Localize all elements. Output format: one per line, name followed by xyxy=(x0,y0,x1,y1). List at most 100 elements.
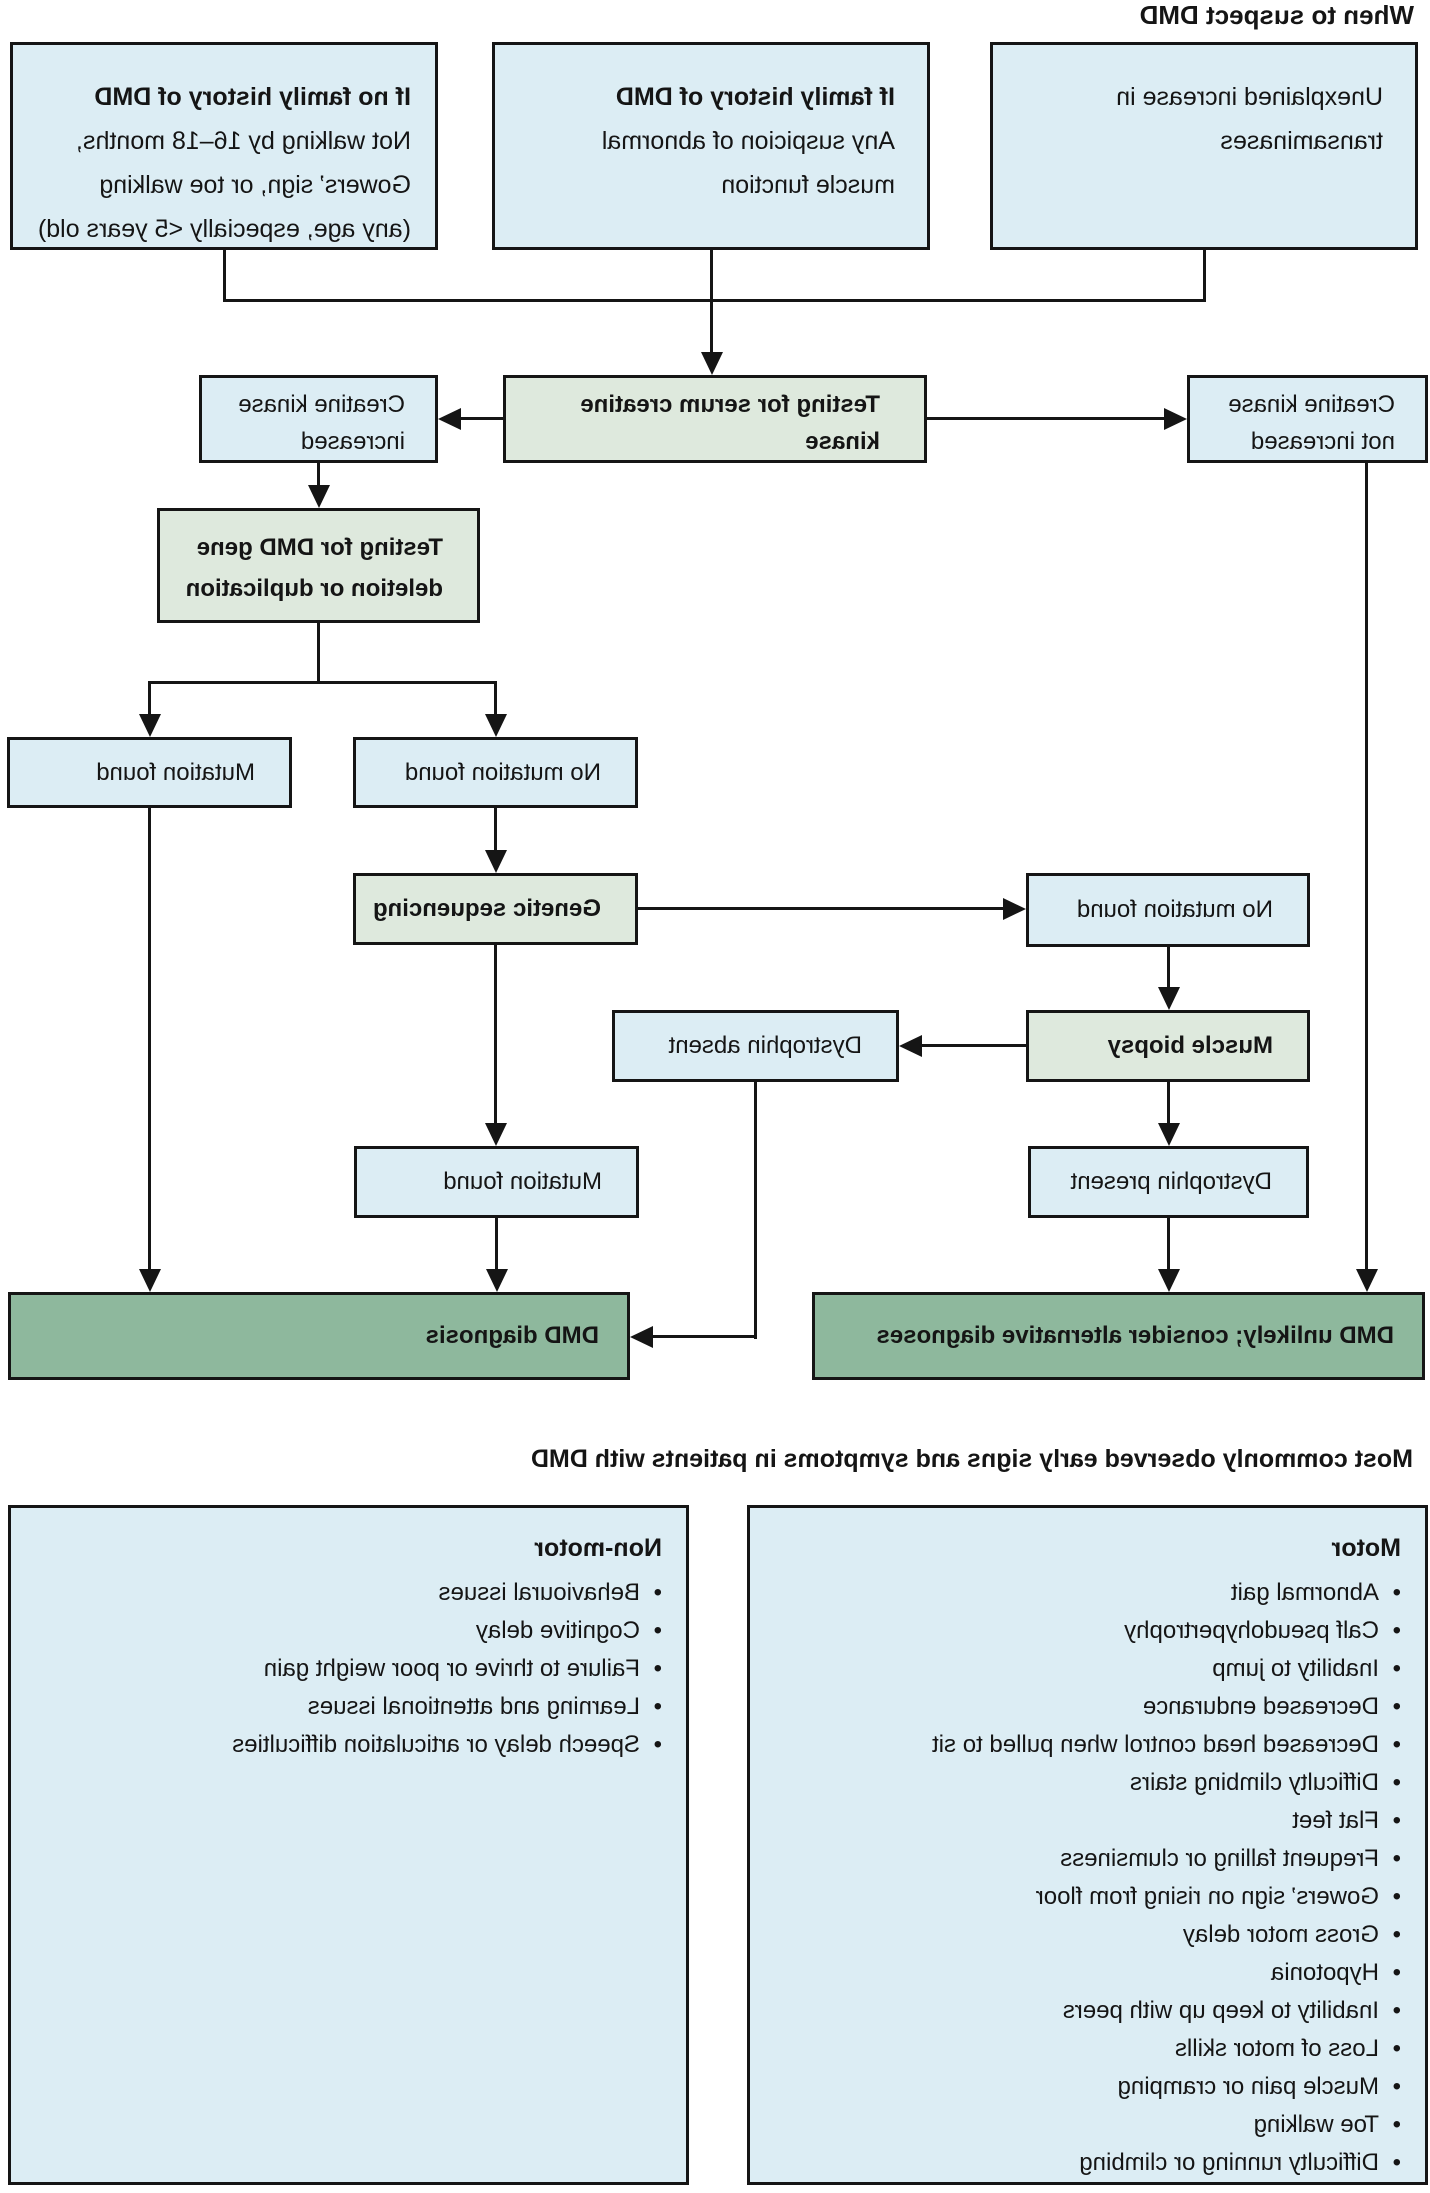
list-item: • Gowers’ sign on rising from floor xyxy=(768,1878,1401,1916)
list-item-text: Calf pseudohypertrophy xyxy=(1124,1617,1379,1644)
arrowhead-down xyxy=(485,714,507,737)
node-line: If family history of DMD xyxy=(615,83,895,111)
node-gene-testing: Testing for DMD gene deletion or duplica… xyxy=(157,508,480,623)
list-item: • Calf pseudohypertrophy xyxy=(768,1612,1401,1650)
connector-line xyxy=(223,250,226,302)
figure-title: When to suspect DMD xyxy=(1139,0,1414,30)
arrowhead-down xyxy=(1158,1123,1180,1146)
node-ck-testing: Testing for serum creatine kinase xyxy=(503,375,927,463)
connector-line xyxy=(494,945,497,1126)
node-unexplained-transaminases: Unexplained increase in transaminases xyxy=(990,42,1418,250)
connector-line xyxy=(1203,250,1206,302)
arrowhead-down xyxy=(1158,987,1180,1010)
bullet-marker: • xyxy=(1392,1997,1401,2024)
node-line: If no family history of DMD xyxy=(94,83,411,111)
node-dmd-unlikely: DMD unlikely; consider alternative diagn… xyxy=(812,1292,1425,1380)
arrowhead-right xyxy=(438,408,461,430)
arrowhead-right xyxy=(630,1326,653,1348)
list-item: • Toe walking xyxy=(768,2106,1401,2144)
list-item: •Loss of motor skills xyxy=(768,2030,1401,2068)
node-line: Creatine kinase xyxy=(1228,391,1395,418)
node-line: Any suspicion of abnormal xyxy=(601,127,895,155)
node-label: Genetic sequencing xyxy=(372,895,601,922)
node-line: kinase xyxy=(805,428,880,455)
node-label: No mutation found xyxy=(404,758,601,786)
list-item-text: Behavioural issues xyxy=(438,1579,640,1606)
bullet-marker: • xyxy=(1392,1617,1401,1644)
node-ck-increased: Creatine kinase increased xyxy=(199,375,438,463)
connector-line xyxy=(495,1218,498,1272)
bullet-marker: • xyxy=(1392,1845,1401,1872)
list-item: • Frequent falling or clumsiness xyxy=(768,1840,1401,1878)
node-label: DMD diagnosis xyxy=(425,1322,599,1349)
list-item-text: Flat feet xyxy=(1292,1807,1379,1834)
list-item-text: Decreased head control when pulled to si… xyxy=(932,1731,1379,1758)
node-line: Unexplained increase in xyxy=(1116,83,1383,111)
node-label: Dystrophin absent xyxy=(668,1032,862,1059)
list-item: •Flat feet xyxy=(768,1802,1401,1840)
arrowhead-down xyxy=(1356,1269,1378,1292)
node-no-mutation-found-1: No mutation found xyxy=(353,737,638,808)
node-label: Mutation found xyxy=(96,758,255,786)
bullet-marker: • xyxy=(1392,1883,1401,1910)
list-item-text: Inability to keep up with peers xyxy=(1062,1997,1379,2024)
connector-line xyxy=(1167,1082,1170,1126)
list-item-text: Frequent falling or clumsiness xyxy=(1060,1845,1379,1872)
connector-line xyxy=(650,1335,757,1338)
list-item-text: Hypotonia xyxy=(1270,1959,1379,1986)
list-item: •Failure to thrive or poor weight gain xyxy=(29,1650,662,1688)
list-item-text: Gross motor delay xyxy=(1182,1921,1379,1948)
arrowhead-right xyxy=(899,1035,922,1057)
bullet-marker: • xyxy=(653,1731,662,1758)
list-item-text: Abnormal gait xyxy=(1230,1579,1379,1606)
connector-line xyxy=(927,417,1166,420)
node-dmd-diagnosis: DMD diagnosis xyxy=(8,1292,630,1380)
arrowhead-down xyxy=(139,1269,161,1292)
motor-header: Motor xyxy=(1331,1534,1401,1562)
node-genetic-sequencing: Genetic sequencing xyxy=(353,873,638,945)
list-item: •Hypotonia xyxy=(768,1954,1401,1992)
node-line: deletion or duplication xyxy=(185,575,443,602)
connector-line xyxy=(638,907,1005,910)
node-line: Gowers’ sign, or toe walking xyxy=(99,171,411,199)
node-dystrophin-present: Dystrophin present xyxy=(1028,1146,1309,1218)
list-item: • Decreased endurance xyxy=(768,1688,1401,1726)
node-no-family-history: If no family history of DMD Not walking … xyxy=(10,42,438,250)
connector-line xyxy=(1167,1218,1170,1272)
bullet-marker: • xyxy=(1392,1769,1401,1796)
arrowhead-down xyxy=(1158,1269,1180,1292)
connector-line xyxy=(754,1082,757,1339)
connector-line xyxy=(148,808,151,1272)
node-line: (any age, especially <5 years old) xyxy=(37,215,411,243)
arrowhead-down xyxy=(485,850,507,873)
list-item-text: Decreased endurance xyxy=(1142,1693,1379,1720)
bullet-marker: • xyxy=(1392,2073,1401,2100)
node-no-mutation-found-2: No mutation found xyxy=(1026,873,1310,947)
bullet-marker: • xyxy=(1392,2111,1401,2138)
node-line: Testing for serum creatine xyxy=(580,391,880,418)
node-line: Not walking by 16–18 months, xyxy=(76,127,411,155)
bullet-marker: • xyxy=(1392,2035,1401,2062)
connector-line xyxy=(494,808,497,853)
list-item: •Difficulty running or climbing xyxy=(768,2144,1401,2182)
list-item: •Muscle pain or cramping xyxy=(768,2068,1401,2106)
node-line: not increased xyxy=(1250,428,1395,455)
list-item: • Inability to keep up with peers xyxy=(768,1992,1401,2030)
list-item-text: Gowers’ sign on rising from floor xyxy=(1035,1883,1379,1910)
connector-line xyxy=(223,299,1206,302)
connector-line xyxy=(148,681,497,684)
list-item-text: Toe walking xyxy=(1253,2111,1379,2138)
node-line: muscle function xyxy=(721,171,895,199)
bullet-marker: • xyxy=(653,1579,662,1606)
list-item-text: Difficulty running or climbing xyxy=(1079,2149,1379,2176)
connector-line xyxy=(317,623,320,684)
list-item-text: Cognitive delay xyxy=(475,1617,640,1644)
connector-line xyxy=(1365,463,1368,1272)
bullet-marker: • xyxy=(1392,1693,1401,1720)
arrowhead-down xyxy=(485,1123,507,1146)
node-mutation-found-1: Mutation found xyxy=(7,737,292,808)
list-item: •Difficulty climbing stairs xyxy=(768,1764,1401,1802)
arrowhead-left xyxy=(1003,898,1026,920)
arrowhead-down xyxy=(486,1269,508,1292)
